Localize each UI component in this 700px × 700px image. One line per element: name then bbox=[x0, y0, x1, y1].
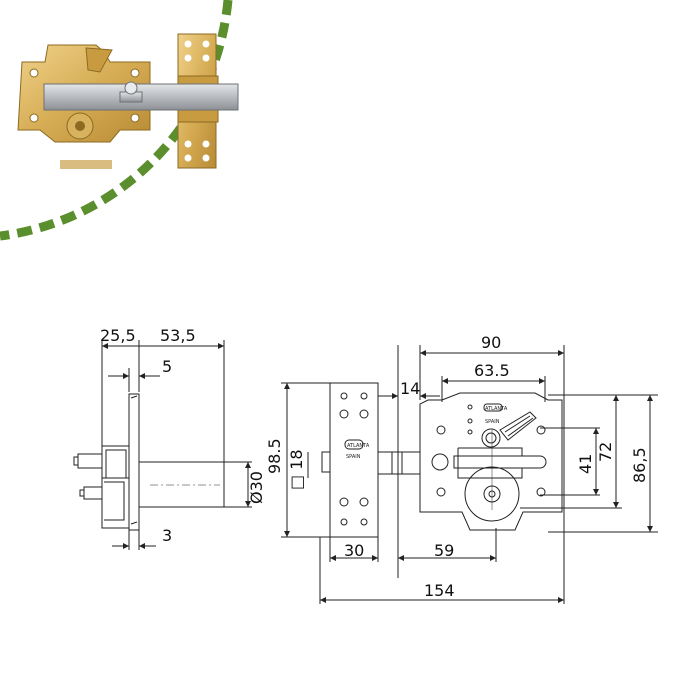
dim-90: 90 bbox=[481, 333, 501, 352]
plate-origin-text: SPAIN bbox=[346, 454, 361, 460]
dim-59: 59 bbox=[434, 541, 454, 560]
lock-product-photo bbox=[0, 0, 239, 241]
dim-3: 3 bbox=[162, 526, 172, 545]
dim-41: 41 bbox=[576, 454, 595, 474]
dim-5: 5 bbox=[162, 357, 172, 376]
dim-diameter-30: Ø30 bbox=[247, 471, 266, 504]
dim-30: 30 bbox=[344, 541, 364, 560]
plate-brand-logo: ATLANTA bbox=[347, 443, 370, 449]
dim-14: 14 bbox=[400, 379, 420, 398]
dashed-arc bbox=[0, 0, 233, 241]
dim-86-5: 86,5 bbox=[630, 447, 649, 483]
body-brand-logo: ATLANTA bbox=[485, 406, 508, 412]
brass-security-lock-icon bbox=[17, 33, 239, 169]
dim-square-18: □ 18 bbox=[287, 449, 306, 490]
body-origin-text: SPAIN bbox=[485, 419, 500, 425]
dim-72: 72 bbox=[596, 442, 615, 462]
dim-63-5: 63.5 bbox=[474, 361, 510, 380]
side-view bbox=[73, 340, 252, 550]
dim-98-5: 98.5 bbox=[265, 438, 284, 474]
dim-25-5: 25,5 bbox=[100, 326, 136, 345]
dim-154: 154 bbox=[424, 581, 455, 600]
front-view bbox=[281, 345, 658, 604]
dim-53-5: 53,5 bbox=[160, 326, 196, 345]
